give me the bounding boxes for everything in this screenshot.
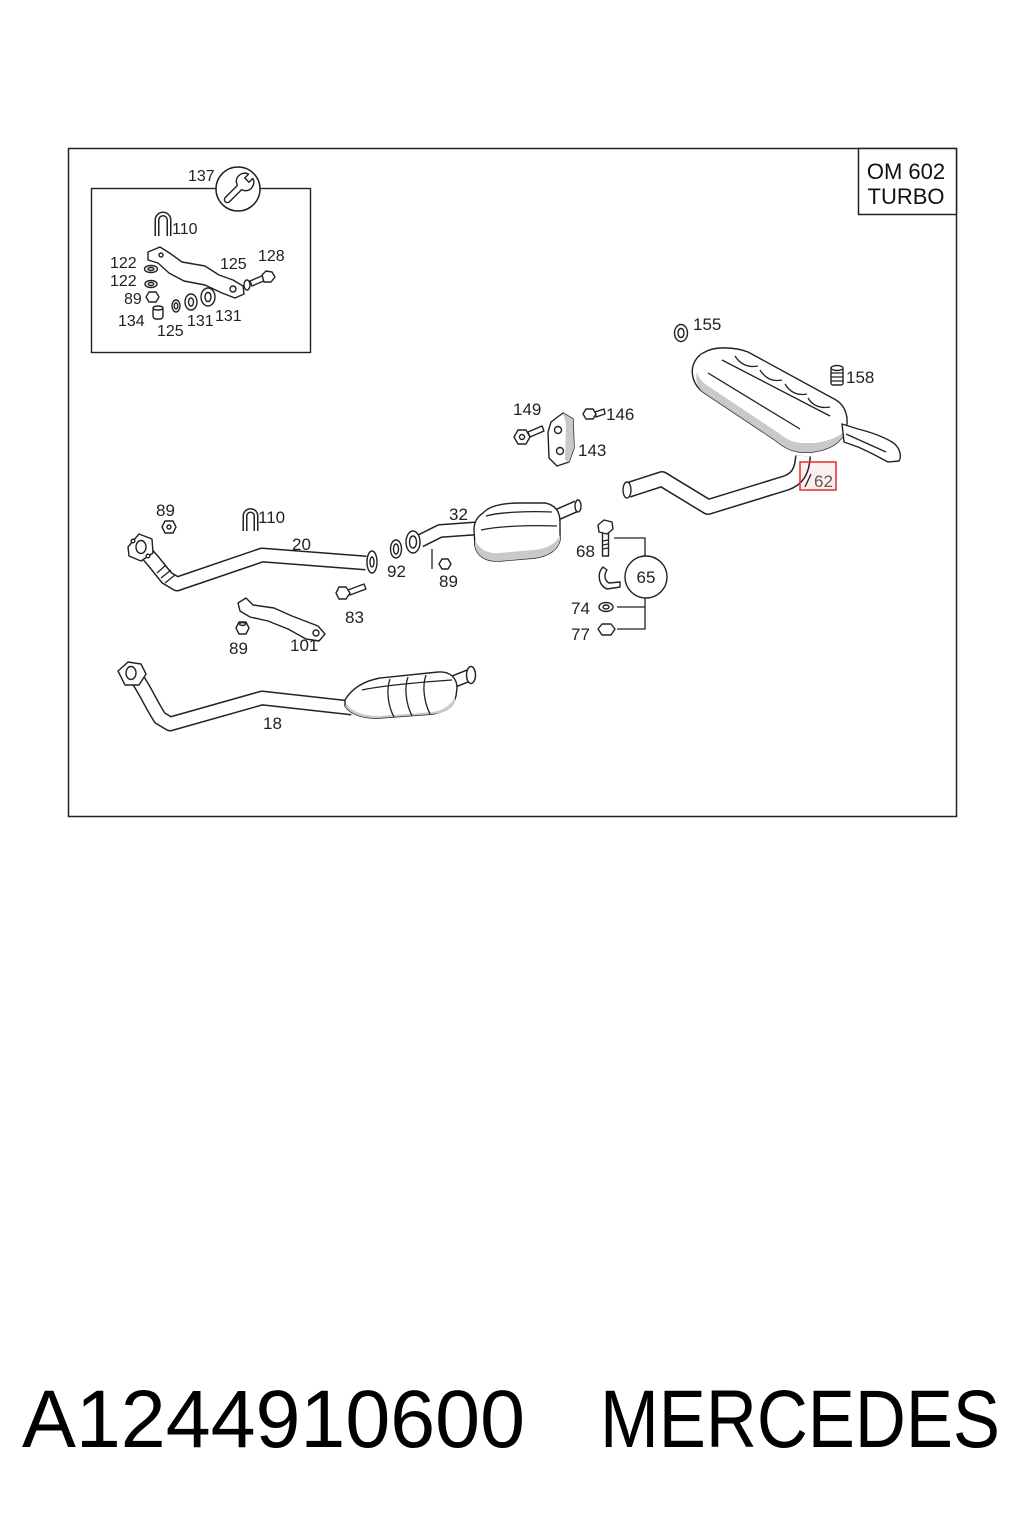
engine-model-box-border	[857, 147, 958, 216]
inset-callout-122-b: 122	[110, 273, 137, 290]
wrench-icon	[215, 166, 261, 212]
front-pipe	[127, 533, 378, 592]
highlighted-callout-62: 62	[799, 461, 837, 491]
mounting-bolt	[513, 425, 545, 445]
inset-callout-110: 110	[172, 221, 198, 238]
inset-u-bolt	[154, 211, 172, 236]
seal-ring	[673, 323, 689, 343]
inset-callout-89: 89	[124, 291, 142, 308]
bracket-nut	[235, 621, 250, 635]
support-bracket	[237, 597, 326, 642]
callout-143: 143	[578, 441, 606, 460]
callout-146: 146	[606, 405, 634, 424]
engine-model-line2: TURBO	[868, 184, 945, 209]
u-bolt	[242, 508, 259, 531]
callout-110: 110	[258, 508, 285, 527]
footer-brand: MERCEDES	[600, 1374, 1000, 1465]
inset-callout-122-a: 122	[110, 255, 137, 272]
engine-model-box: OM 602 TURBO	[857, 147, 958, 216]
inset-sleeve	[152, 305, 164, 320]
callout-74: 74	[571, 599, 590, 618]
rear-muffler	[691, 347, 901, 463]
inset-callout-134: 134	[118, 313, 145, 330]
flange-nut	[161, 520, 177, 534]
callout-20: 20	[292, 535, 311, 554]
inset-ring	[171, 299, 181, 313]
callout-137: 137	[188, 168, 215, 185]
rubber-buffer	[830, 364, 844, 386]
mounting-kit-inset: 137	[90, 166, 312, 354]
callout-89-flange-nut: 89	[156, 501, 175, 520]
pipe-clamp	[598, 566, 621, 590]
clamp-fastener-group	[597, 519, 668, 636]
inset-callout-125-a: 125	[157, 323, 184, 340]
middle-muffler	[405, 499, 582, 562]
gasket	[389, 539, 403, 559]
callout-89-muffler-nut: 89	[439, 572, 458, 591]
hex-bolt	[335, 583, 367, 600]
callout-68: 68	[576, 542, 595, 561]
callout-158: 158	[846, 368, 874, 387]
clamp-bolt	[597, 519, 614, 557]
callout-62: 62	[814, 472, 833, 491]
muffler-nut	[431, 549, 452, 570]
callout-65: 65	[637, 568, 656, 587]
inset-callout-131-a: 131	[187, 313, 214, 330]
callout-89-bracket-nut: 89	[229, 639, 248, 658]
rubber-hanger	[547, 412, 575, 467]
inset-bolt	[243, 270, 276, 291]
callout-65-circle	[624, 555, 668, 599]
catalytic-converter-pipe	[117, 661, 477, 732]
callout-149: 149	[513, 400, 541, 419]
callout-101: 101	[290, 636, 318, 655]
inset-callout-131-b: 131	[215, 308, 242, 325]
inset-nut	[145, 291, 160, 303]
inset-washers	[143, 264, 159, 289]
wrench-icon-shape	[223, 172, 255, 204]
hanger-nut	[582, 408, 606, 420]
callout-62-leader	[804, 473, 812, 488]
footer-part-number: A1244910600	[22, 1374, 525, 1465]
inset-strap-bracket	[147, 246, 245, 299]
callout-92: 92	[387, 562, 406, 581]
inset-rubber-mounts	[184, 287, 216, 311]
clamp-nut	[597, 623, 616, 636]
callout-77: 77	[571, 625, 590, 644]
engine-model-line1: OM 602	[867, 159, 945, 184]
callout-18: 18	[263, 714, 282, 733]
callout-32: 32	[449, 505, 468, 524]
clamp-washer	[598, 601, 614, 613]
callout-155: 155	[693, 315, 721, 334]
inset-callout-128: 128	[258, 248, 285, 265]
callout-83: 83	[345, 608, 364, 627]
inset-callout-125-b: 125	[220, 256, 247, 273]
